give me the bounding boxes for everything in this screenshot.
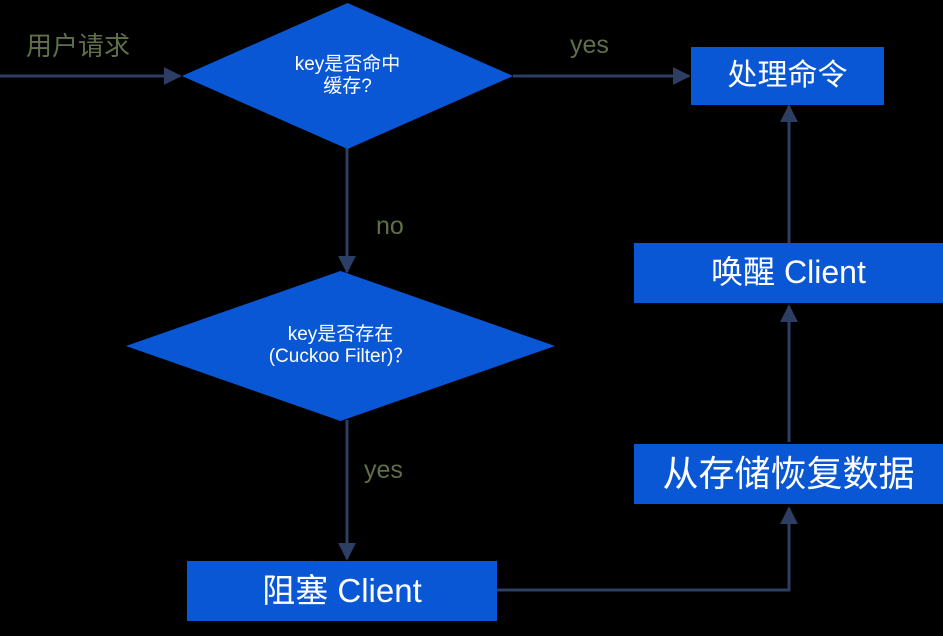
edge-label-cuckoo-yes: yes (364, 456, 403, 484)
node-cuckoo-check[interactable]: key是否存在 (Cuckoo Filter)？ (126, 271, 555, 421)
edge-label-cache-no: no (376, 212, 404, 240)
edge-label-entry-request: 用户请求 (26, 31, 131, 61)
node-label-wake-client: 唤醒 Client (711, 254, 866, 291)
node-label-block-client: 阻塞 Client (262, 571, 422, 609)
node-label-cache-check: key是否命中 缓存? (294, 53, 401, 97)
node-block-client[interactable]: 阻塞 Client (187, 561, 497, 621)
edge-block-client-to-restore (497, 506, 798, 592)
edge-label-cache-yes: yes (570, 31, 609, 59)
node-label-process-command: 处理命令 (727, 59, 848, 93)
node-wake-client[interactable]: 唤醒 Client (634, 243, 943, 303)
node-restore-from-storage[interactable]: 从存储恢复数据 (634, 444, 943, 504)
node-label-restore-from-storage: 从存储恢复数据 (662, 452, 915, 494)
node-cache-check[interactable]: key是否命中 缓存? (182, 3, 513, 149)
node-process-command[interactable]: 处理命令 (691, 47, 884, 105)
node-label-cuckoo-check: key是否存在 (Cuckoo Filter)？ (268, 323, 413, 367)
